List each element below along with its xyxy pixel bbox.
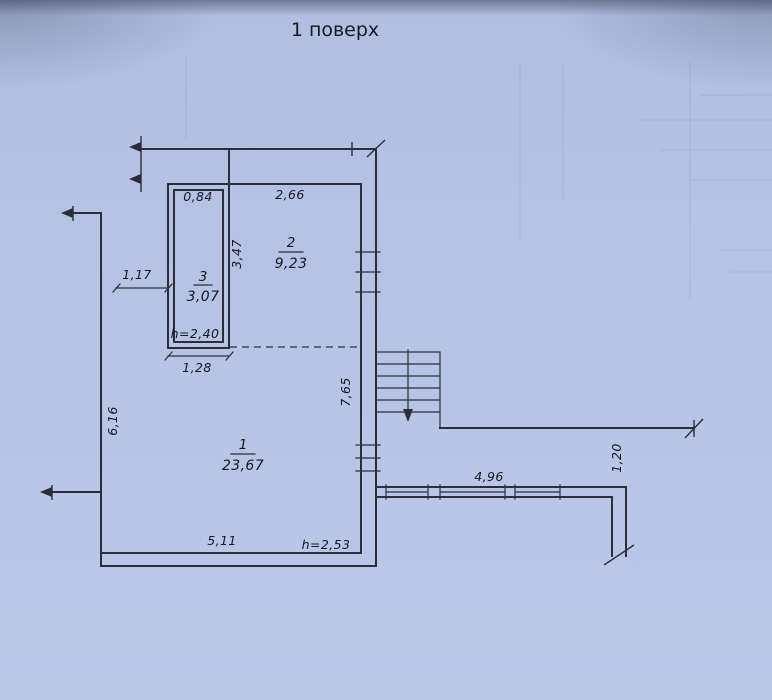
corridor-windows xyxy=(385,484,561,500)
dim-closet-right-depth: 3,47 xyxy=(229,239,244,268)
closet-walls xyxy=(167,183,230,349)
room1-area: 23,67 xyxy=(222,458,264,474)
dim-left-wall-length: 6,16 xyxy=(105,406,120,435)
windows xyxy=(355,251,561,500)
dim-closet-outer-width: 1,28 xyxy=(182,360,211,375)
corridor-bottom-wall xyxy=(375,486,627,498)
corridor-right-wall xyxy=(611,486,627,557)
room2-window xyxy=(355,251,381,293)
dim-closet-top-width: 0,84 xyxy=(183,189,212,204)
dim-bottom-wall-length: 5,11 xyxy=(207,533,236,548)
dim-corridor-width: 1,20 xyxy=(609,443,624,472)
room1-number: 1 xyxy=(239,437,248,453)
room-label-underlines xyxy=(193,251,304,455)
ghost-marks xyxy=(185,58,772,300)
dim-right-wall-length: 7,65 xyxy=(338,377,353,406)
stair-direction-arrow xyxy=(403,409,413,422)
staircase xyxy=(376,349,441,429)
room3-number: 3 xyxy=(199,269,208,285)
dim-room2-top-width: 2,66 xyxy=(275,187,304,202)
dimension-labels: 0,84 2,66 3,47 1,17 h=2,40 1,28 6,16 7,6… xyxy=(105,187,624,552)
page-title: 1 поверх xyxy=(291,19,379,41)
room2-area: 9,23 xyxy=(275,256,308,272)
top-right-shadow xyxy=(552,0,772,90)
break-marks xyxy=(40,136,704,566)
room1-window xyxy=(355,444,381,472)
top-left-shadow xyxy=(0,0,220,90)
outer-walls xyxy=(51,148,377,567)
room2-number: 2 xyxy=(287,235,296,251)
dimension-lines xyxy=(112,283,234,361)
dim-left-offset: 1,17 xyxy=(122,267,151,282)
walls xyxy=(51,148,377,567)
dim-closet-ceiling-height: h=2,40 xyxy=(171,326,220,341)
dim-corridor-length: 4,96 xyxy=(474,469,503,484)
room3-area: 3,07 xyxy=(187,289,220,305)
dim-room1-ceiling-height: h=2,53 xyxy=(302,537,351,552)
room-labels: 2 9,23 3 3,07 1 23,67 xyxy=(187,235,308,474)
corridor-walls xyxy=(375,427,695,557)
